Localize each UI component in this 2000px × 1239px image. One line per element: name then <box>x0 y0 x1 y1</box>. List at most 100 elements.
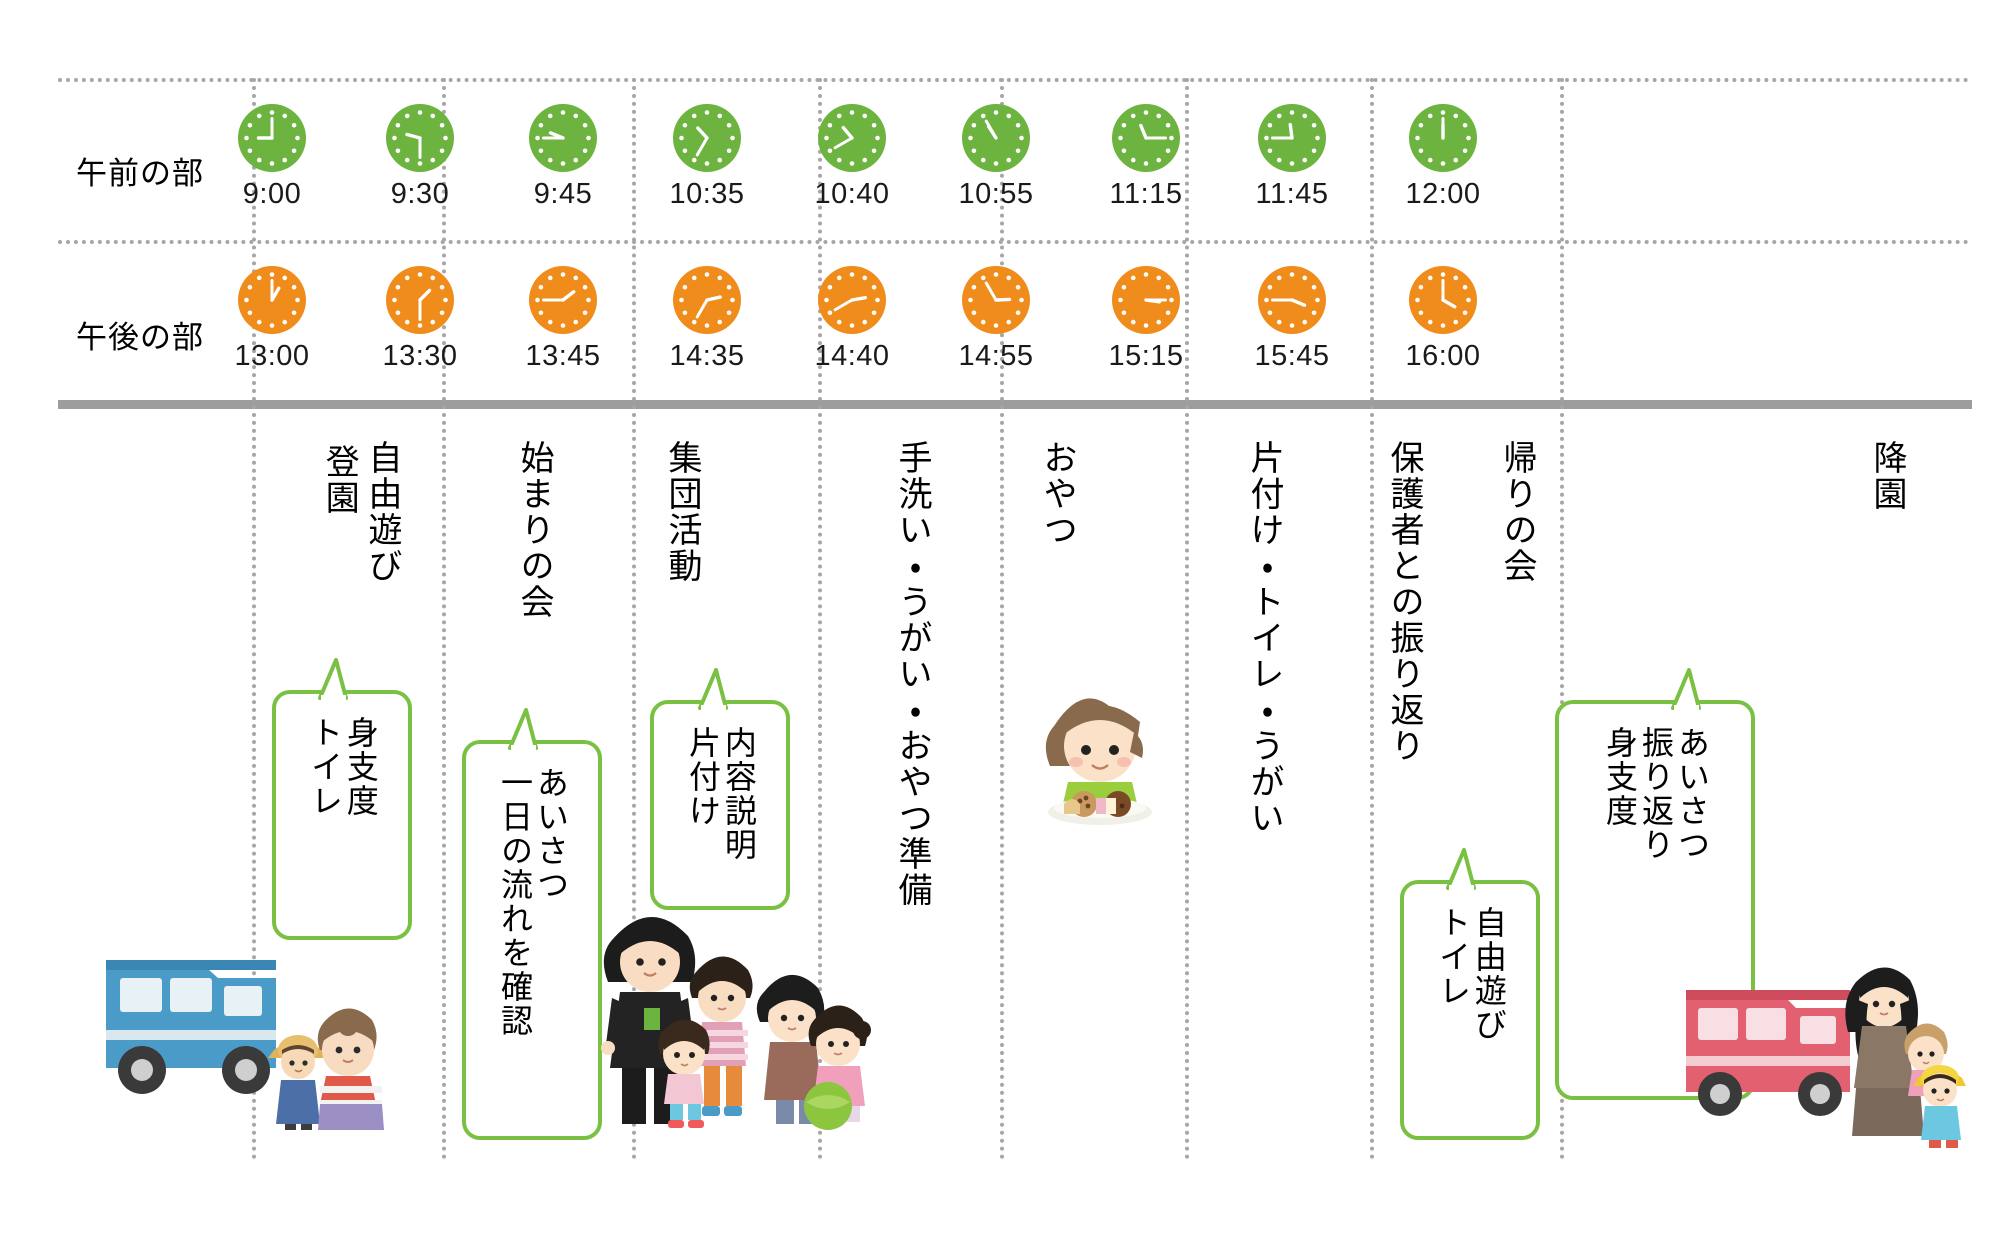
red-bus-with-parent-and-children-illustration <box>1680 960 1970 1150</box>
speech-bubble-body-7: 自由遊びトイレ <box>1404 884 1536 1136</box>
speech-bubble-8: あいさつ振り返り身支度 <box>1555 668 1755 1100</box>
bubble-text-8-3: 身支度 <box>1602 726 1639 828</box>
bubble-text-2-2: 一日の流れを確認 <box>497 766 533 1038</box>
column-divider-2 <box>442 78 446 1160</box>
afternoon-time-cell-2: 13:30 <box>332 266 508 373</box>
morning-clock-icon-3 <box>529 104 597 172</box>
bubble-text-3-2: 片付け <box>685 726 721 828</box>
speech-bubble-3: 内容説明片付け <box>650 668 790 910</box>
afternoon-clock-icon-2 <box>386 266 454 334</box>
morning-time-cell-4: 10:35 <box>619 104 795 211</box>
morning-time-cell-8: 11:45 <box>1204 104 1380 211</box>
staff-with-children-group-illustration <box>600 880 930 1130</box>
morning-clock-icon-8 <box>1258 104 1326 172</box>
speech-bubble-tail-1 <box>316 658 360 704</box>
activity-column-8: 帰りの会 <box>1375 440 1536 584</box>
morning-time-label-3: 9:45 <box>533 178 593 210</box>
morning-time-label-4: 10:35 <box>669 178 745 210</box>
morning-time-label-1: 9:00 <box>242 178 302 210</box>
speech-bubble-tail-7 <box>1444 848 1488 894</box>
activity-column-5: おやつ <box>915 440 1076 548</box>
activity-label-4-1: 手洗い・うがい・おやつ準備 <box>893 440 931 908</box>
bubble-text-1-2: トイレ <box>307 716 343 818</box>
morning-time-label-9: 12:00 <box>1405 178 1481 210</box>
speech-bubble-7: 自由遊びトイレ <box>1400 848 1540 1140</box>
morning-time-label-5: 10:40 <box>814 178 890 210</box>
activity-label-1-1: 自由遊び <box>363 440 401 584</box>
speech-bubble-body-8: あいさつ振り返り身支度 <box>1559 704 1751 1096</box>
afternoon-time-cell-4: 14:35 <box>619 266 795 373</box>
afternoon-time-label-6: 14:55 <box>958 340 1034 372</box>
column-divider-4 <box>818 78 822 1160</box>
afternoon-clock-icon-5 <box>818 266 886 334</box>
morning-clock-icon-2 <box>386 104 454 172</box>
activity-column-6: 片付け・トイレ・うがい <box>1122 440 1283 836</box>
activity-label-1-2: 登園 <box>320 444 359 516</box>
speech-bubble-tail-3 <box>696 668 740 714</box>
activity-label-8-1: 帰りの会 <box>1498 440 1536 584</box>
afternoon-clock-icon-6 <box>962 266 1030 334</box>
morning-time-cell-3: 9:45 <box>475 104 651 211</box>
bus-with-child-and-staff-illustration <box>98 900 388 1130</box>
grid-line-middle <box>58 240 1970 244</box>
bubble-text-8-2: 振り返り <box>1637 726 1674 862</box>
morning-clock-icon-1 <box>238 104 306 172</box>
speech-bubble-body-3: 内容説明片付け <box>654 704 786 906</box>
morning-time-label-6: 10:55 <box>958 178 1034 210</box>
activity-label-9-1: 降園 <box>1868 440 1906 512</box>
afternoon-time-cell-5: 14:40 <box>764 266 940 373</box>
speech-bubble-1: 身支度トイレ <box>272 658 412 940</box>
morning-clock-icon-9 <box>1409 104 1477 172</box>
activity-column-1: 自由遊び登園 <box>240 440 401 584</box>
activity-label-5-1: おやつ <box>1038 440 1076 548</box>
morning-clock-icon-7 <box>1112 104 1180 172</box>
activity-column-4: 手洗い・うがい・おやつ準備 <box>770 440 931 908</box>
afternoon-clock-icon-7 <box>1112 266 1180 334</box>
column-divider-1 <box>252 78 256 1160</box>
afternoon-clock-icon-3 <box>529 266 597 334</box>
afternoon-time-label-5: 14:40 <box>814 340 890 372</box>
afternoon-time-label-2: 13:30 <box>382 340 458 372</box>
morning-time-cell-1: 9:00 <box>184 104 360 211</box>
afternoon-clock-icon-8 <box>1258 266 1326 334</box>
activity-column-7: 保護者との振り返り <box>1262 440 1423 764</box>
morning-clock-icon-5 <box>818 104 886 172</box>
activity-column-3: 集団活動 <box>540 440 701 584</box>
afternoon-clock-icon-1 <box>238 266 306 334</box>
activity-column-9: 降園 <box>1745 440 1906 512</box>
row-label-morning: 午前の部 <box>76 156 204 191</box>
child-with-snack-plate-illustration <box>1040 670 1190 830</box>
morning-time-label-8: 11:45 <box>1255 178 1329 210</box>
bubble-text-7-2: トイレ <box>1435 906 1471 1008</box>
afternoon-time-label-1: 13:00 <box>234 340 310 372</box>
speech-bubble-tail-8 <box>1669 668 1713 714</box>
speech-bubble-2: あいさつ一日の流れを確認 <box>462 708 602 1140</box>
grid-line-top <box>58 78 1970 82</box>
speech-bubble-tail-2 <box>506 708 550 754</box>
bubble-text-7-1: 自由遊び <box>1470 906 1507 1042</box>
activity-label-3-1: 集団活動 <box>663 440 701 584</box>
bubble-text-1-1: 身支度 <box>342 716 379 818</box>
afternoon-time-cell-8: 15:45 <box>1204 266 1380 373</box>
column-divider-5 <box>1000 78 1004 1160</box>
activity-label-2-1: 始まりの会 <box>515 440 553 620</box>
speech-bubble-body-1: 身支度トイレ <box>276 694 408 936</box>
column-divider-6 <box>1185 78 1189 1160</box>
afternoon-time-label-8: 15:45 <box>1254 340 1330 372</box>
bubble-text-8-1: あいさつ <box>1673 726 1710 862</box>
bubble-text-3-1: 内容説明 <box>720 726 757 862</box>
grid-thick-rule <box>58 400 1972 409</box>
activity-label-7-1: 保護者との振り返り <box>1385 440 1423 764</box>
activity-column-2: 始まりの会 <box>392 440 553 620</box>
morning-clock-icon-6 <box>962 104 1030 172</box>
morning-time-cell-2: 9:30 <box>332 104 508 211</box>
morning-time-cell-6: 10:55 <box>908 104 1084 211</box>
afternoon-time-cell-9: 16:00 <box>1355 266 1531 373</box>
column-divider-7 <box>1370 78 1374 1160</box>
afternoon-time-label-7: 15:15 <box>1108 340 1184 372</box>
afternoon-time-cell-1: 13:00 <box>184 266 360 373</box>
morning-clock-icon-4 <box>673 104 741 172</box>
row-label-afternoon: 午後の部 <box>76 320 204 355</box>
afternoon-clock-icon-9 <box>1409 266 1477 334</box>
speech-bubble-body-2: あいさつ一日の流れを確認 <box>466 744 598 1136</box>
